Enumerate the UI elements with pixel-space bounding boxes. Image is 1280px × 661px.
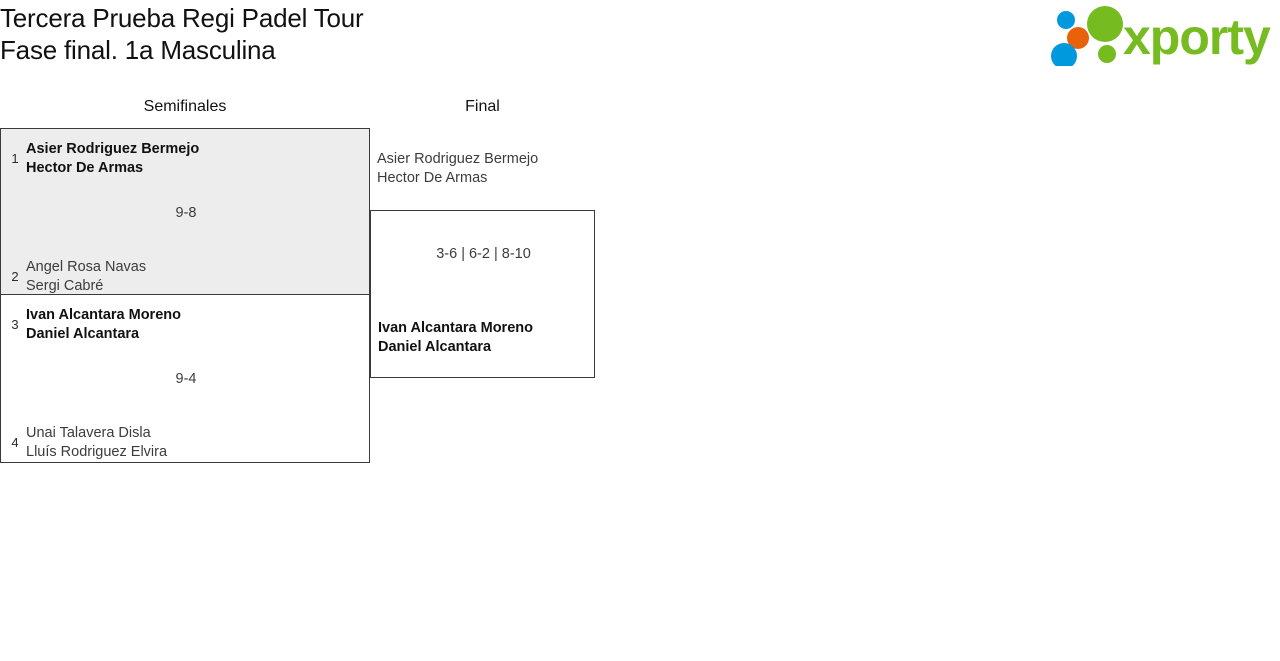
logo-wordmark: xporty <box>1123 9 1271 65</box>
final-match[interactable]: 3-6 | 6-2 | 8-10 Ivan Alcantara Moreno D… <box>370 210 595 378</box>
logo-dot-blue-large-bottom <box>1051 43 1077 66</box>
logo-dot-green-large-top <box>1087 6 1123 42</box>
round-header-final: Final <box>465 98 500 115</box>
seed-number: 3 <box>11 317 19 332</box>
page-title-line-1: Tercera Prueba Regi Padel Tour <box>0 3 364 33</box>
player-name: Hector De Armas <box>377 170 488 186</box>
player-name: Asier Rodriguez Bermejo <box>377 151 539 167</box>
seed-number: 4 <box>11 435 19 450</box>
team-entry[interactable]: Angel Rosa Navas Sergi Cabré <box>26 258 361 296</box>
player-name: Asier Rodriguez Bermejo <box>26 141 200 157</box>
page-title: Tercera Prueba Regi Padel Tour Fase fina… <box>0 2 900 66</box>
player-name: Ivan Alcantara Moreno <box>378 320 533 336</box>
team-entry[interactable]: Asier Rodriguez Bermejo Hector De Armas <box>26 140 361 178</box>
player-name: Unai Talavera Disla <box>26 425 151 441</box>
player-name: Hector De Armas <box>26 160 144 176</box>
seed-number: 2 <box>11 269 19 284</box>
match-score: 9-4 <box>175 371 197 387</box>
player-name: Ivan Alcantara Moreno <box>26 307 181 323</box>
round-header-semifinales: Semifinales <box>143 98 227 115</box>
logo-dot-green-small-bottom <box>1098 45 1116 63</box>
semifinal-match-2[interactable]: 3 Ivan Alcantara Moreno Daniel Alcantara… <box>0 295 370 463</box>
seed-number: 1 <box>11 151 19 166</box>
player-name: Daniel Alcantara <box>26 326 140 342</box>
player-name: Angel Rosa Navas <box>26 259 147 275</box>
player-name: Daniel Alcantara <box>378 339 492 355</box>
match-score: 9-8 <box>175 205 197 221</box>
semifinal-match-1[interactable]: 1 Asier Rodriguez Bermejo Hector De Arma… <box>0 128 370 295</box>
team-entry[interactable]: Unai Talavera Disla Lluís Rodriguez Elvi… <box>26 424 361 462</box>
player-name: Sergi Cabré <box>26 278 104 294</box>
logo-dot-blue-small-top <box>1057 11 1075 29</box>
page-title-line-2: Fase final. 1a Masculina <box>0 35 276 65</box>
logo-dot-orange-mid <box>1067 27 1089 49</box>
final-match-score: 3-6 | 6-2 | 8-10 <box>436 246 531 262</box>
final-runnerup-team[interactable]: Asier Rodriguez Bermejo Hector De Armas <box>377 150 592 188</box>
final-champion-team[interactable]: Ivan Alcantara Moreno Daniel Alcantara <box>378 319 593 357</box>
player-name: Lluís Rodriguez Elvira <box>26 444 168 460</box>
team-entry[interactable]: Ivan Alcantara Moreno Daniel Alcantara <box>26 306 361 344</box>
xporty-logo: xporty <box>1048 4 1276 66</box>
